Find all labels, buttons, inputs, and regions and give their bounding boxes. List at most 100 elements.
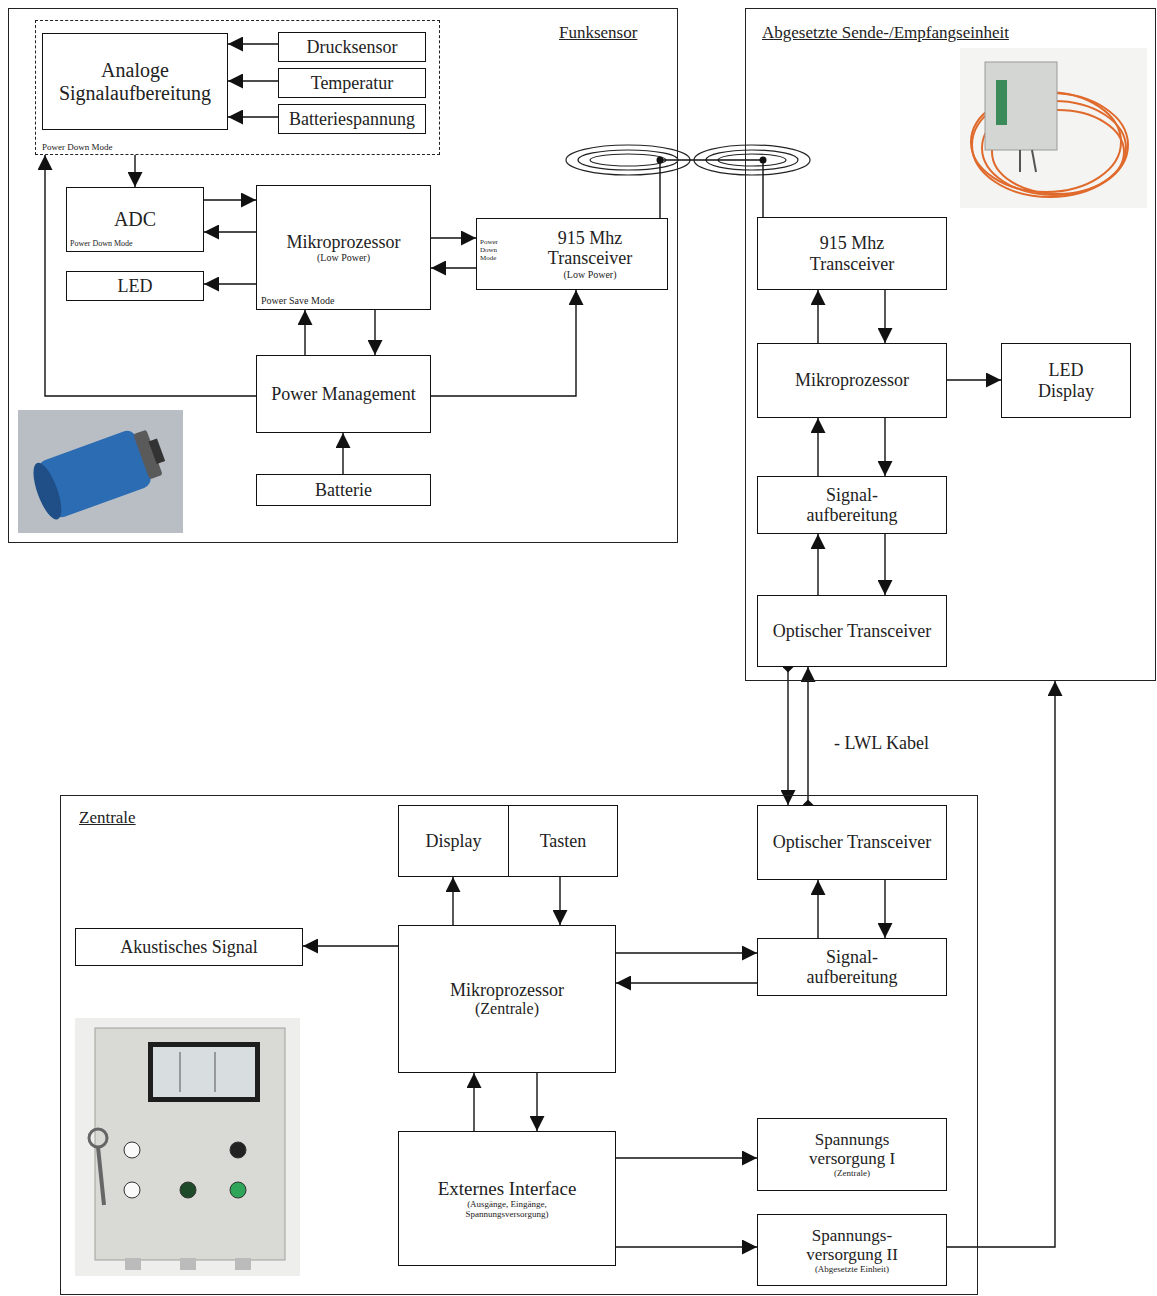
connector-arrow [817, 880, 818, 938]
box-label: Batteriespannung [289, 109, 415, 129]
photo-ground [18, 410, 183, 533]
connector-arrow [807, 667, 808, 805]
connector-arrow [884, 418, 885, 476]
box-label: Mikroprozessor [287, 232, 401, 252]
process-box: Spannungs versorgung I(Zentrale) [757, 1118, 947, 1191]
connector-arrow [431, 290, 576, 396]
box-label: 915 Mhz Transceiver [530, 228, 650, 268]
button [230, 1142, 246, 1158]
box-label: Batterie [315, 480, 372, 500]
process-box: ADCPower Down Mode [66, 187, 204, 252]
sensor-valve [149, 438, 166, 464]
unit-display [996, 80, 1007, 125]
box-label: Signal- aufbereitung [792, 947, 912, 987]
connector-arrow [536, 1073, 537, 1131]
connector-arrow [884, 290, 885, 343]
system-frame: FunksensorPower Down Mode Analoge Signala… [8, 8, 678, 543]
system-frame: Abgesetzte Sende-/Empfangseinheit 915 Mhz… [745, 8, 1156, 681]
process-box: Spannungs- versorgung II(Abgesetzte Einh… [757, 1214, 947, 1286]
box-label: Display [426, 831, 482, 851]
box-label: (Zentrale) [475, 1000, 539, 1018]
box-label: Analoge Signalaufbereitung [45, 59, 225, 104]
process-box: Externes Interface(Ausgänge, Eingänge, S… [398, 1131, 616, 1266]
box-label: Signal- aufbereitung [792, 485, 912, 525]
antenna-field [590, 154, 666, 166]
connector-arrow [303, 945, 398, 946]
process-box: Analoge Signalaufbereitung [42, 33, 228, 130]
connector-arrow [947, 379, 1001, 380]
box-label: (Low Power) [563, 269, 616, 280]
connector-arrow [342, 433, 343, 474]
remote-unit-photo [960, 48, 1147, 208]
box-label: Spannungs- versorgung II [792, 1226, 912, 1264]
connector-arrow [947, 681, 1055, 1247]
process-box: Optischer Transceiver [757, 595, 947, 667]
connector-arrow [431, 237, 476, 238]
connector-arrow [204, 283, 256, 284]
connector-arrow [817, 418, 818, 476]
key [98, 1147, 104, 1205]
connector-arrow [884, 880, 885, 938]
box-label: Optischer Transceiver [773, 832, 931, 852]
button [230, 1182, 246, 1198]
box-label: (Zentrale) [834, 1168, 870, 1178]
process-box: Signal- aufbereitung [757, 938, 947, 996]
sensor-cap [28, 460, 67, 523]
connector-arrow [228, 43, 278, 44]
unit-housing [985, 62, 1057, 150]
process-box: Drucksensor [278, 32, 426, 62]
box-label: (Abgesetzte Einheit) [815, 1264, 889, 1274]
photo-ground [75, 1018, 300, 1276]
box-label: Temperatur [311, 73, 394, 93]
screen-line [215, 1052, 216, 1092]
screen [153, 1047, 255, 1097]
box-label: Mikroprozessor [795, 370, 909, 390]
screen-line [180, 1052, 181, 1092]
process-box: Mikroprozessor [757, 343, 947, 418]
box-label: 915 Mhz Transceiver [792, 233, 912, 273]
key [89, 1129, 107, 1147]
power-down-frame: Power Down Mode Analoge Signalaufbereitun… [35, 20, 440, 155]
process-box: Mikroprozessor(Low Power)Power Save Mode [256, 185, 431, 310]
connector-arrow [204, 199, 256, 200]
connector-arrow [817, 290, 818, 343]
connector-arrow [304, 310, 305, 355]
cable-gland [125, 1258, 141, 1270]
connector-arrow [374, 310, 375, 355]
process-box: Batteriespannung [278, 104, 426, 134]
connector-arrow [452, 877, 453, 925]
cable-gland [235, 1258, 251, 1270]
process-box: Signal- aufbereitung [757, 476, 947, 534]
box-label: (Ausgänge, Eingänge, Spannungsversorgung… [432, 1199, 582, 1219]
group-title: Funksensor [559, 23, 637, 42]
group-title: Abgesetzte Sende-/Empfangseinheit [762, 23, 1009, 42]
process-box: Akustisches Signal [75, 928, 303, 966]
process-box: Power Down Mode 915 Mhz Transceiver(Low P… [476, 218, 668, 290]
cable-label: - LWL Kabel [832, 733, 931, 753]
box-label: Power Down Mode [480, 239, 510, 262]
box-label: Akustisches Signal [120, 937, 258, 957]
connector-arrow [228, 80, 278, 81]
process-box: Batterie [256, 474, 431, 506]
connector-arrow [817, 534, 818, 595]
box-label: Drucksensor [307, 37, 398, 57]
connector-arrow [787, 667, 788, 805]
connector-arrow [228, 116, 278, 117]
process-box: Mikroprozessor(Zentrale) [398, 925, 616, 1073]
central-unit-photo [75, 1018, 300, 1276]
connector-arrow [616, 1157, 757, 1158]
group-title: Power Down Mode [42, 142, 113, 152]
box-label: LED Display [1026, 360, 1106, 400]
connector-arrow [431, 267, 476, 268]
cable-gland [180, 1258, 196, 1270]
connector-arrow [616, 952, 757, 953]
process-box: LED Display [1001, 343, 1131, 418]
box-label: Power Management [271, 384, 415, 404]
connector-arrow [884, 534, 885, 595]
process-box: Tasten [508, 805, 618, 877]
connector-arrow [473, 1073, 474, 1131]
box-label: LED [118, 276, 153, 296]
box-label: Spannungs versorgung I [792, 1130, 912, 1168]
process-box: LED [66, 271, 204, 301]
photo-ground [960, 48, 1147, 208]
